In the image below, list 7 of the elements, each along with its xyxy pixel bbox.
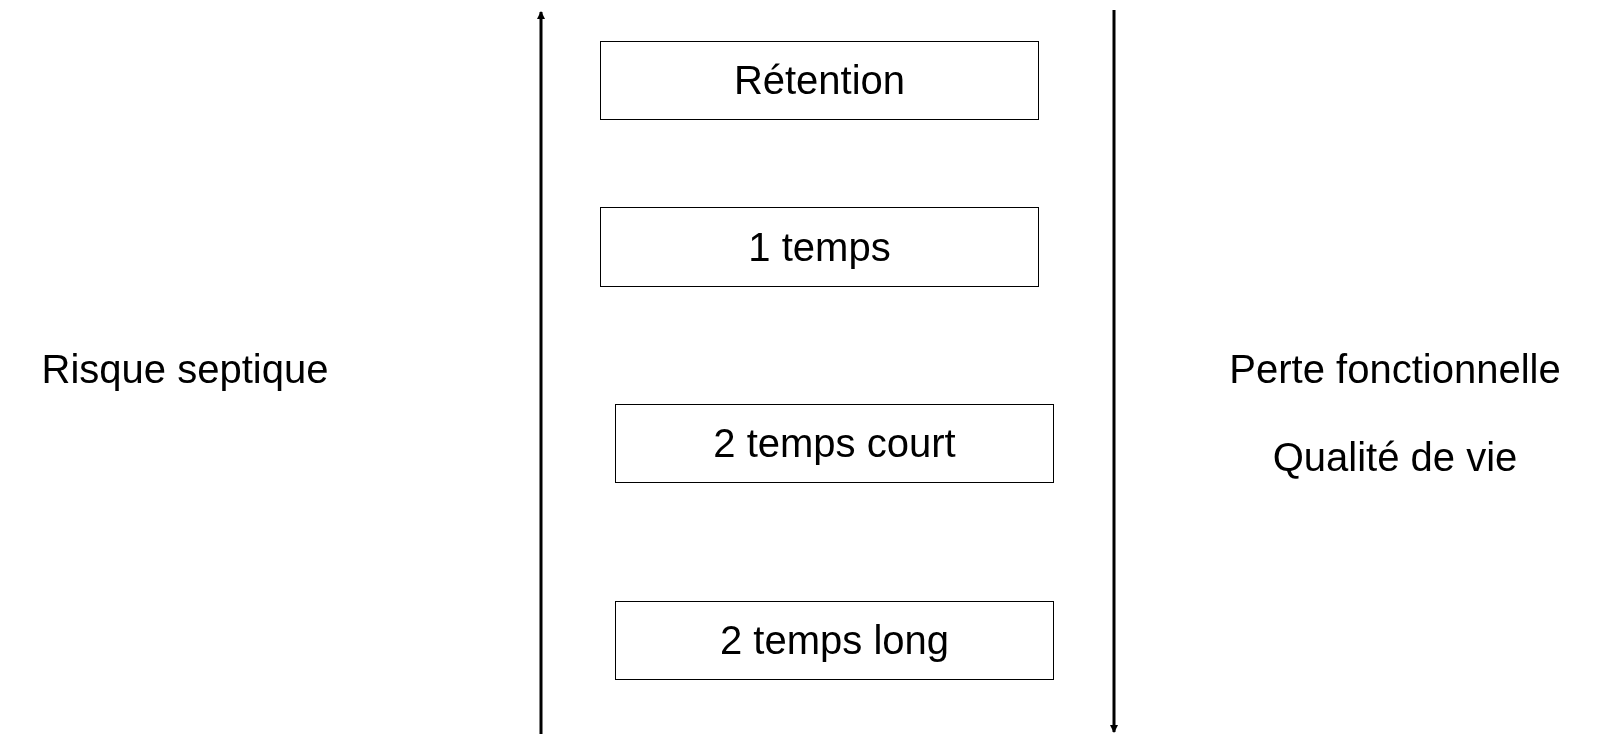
process-box: Rétention bbox=[600, 41, 1039, 120]
axis-label: Perte fonctionnelle bbox=[1229, 346, 1561, 392]
axis-label: Risque septique bbox=[41, 346, 329, 392]
process-box: 2 temps long bbox=[615, 601, 1054, 680]
process-box: 2 temps court bbox=[615, 404, 1054, 483]
process-box: 1 temps bbox=[600, 207, 1039, 287]
axis-label: Qualité de vie bbox=[1272, 434, 1518, 480]
